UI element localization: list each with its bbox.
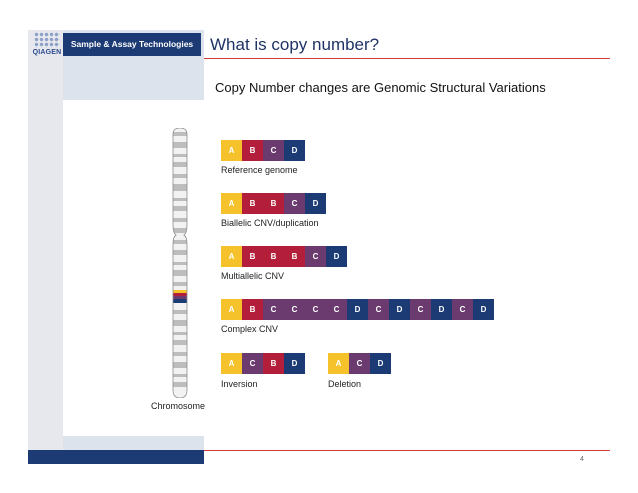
qiagen-logo: QIAGEN (32, 32, 62, 60)
segment-c: C (284, 299, 305, 320)
segment-b: B (242, 299, 263, 320)
footer-bar (28, 450, 204, 464)
side-strip (28, 30, 63, 464)
title-divider (204, 58, 610, 59)
chromosome-icon (172, 128, 188, 398)
footer-divider (204, 450, 610, 451)
segment-a: A (221, 299, 242, 320)
segment-b: B (284, 246, 305, 267)
segment-d: D (431, 299, 452, 320)
segment-a: A (221, 353, 242, 374)
segment-b: B (242, 140, 263, 161)
segment-d: D (370, 353, 391, 374)
segment-d: D (473, 299, 494, 320)
segment-c: C (284, 193, 305, 214)
segment-b: B (242, 246, 263, 267)
diagram-label-inversion: Inversion (221, 379, 258, 389)
segment-c: C (349, 353, 370, 374)
segment-d: D (389, 299, 410, 320)
content-area (63, 100, 611, 436)
logo-dots-icon (34, 32, 60, 48)
segment-c: C (410, 299, 431, 320)
chromosome-label: Chromosome (151, 401, 206, 411)
segment-a: A (221, 140, 242, 161)
segment-c: C (263, 140, 284, 161)
segment-d: D (284, 140, 305, 161)
slide-title: What is copy number? (210, 35, 380, 54)
segment-b: B (263, 246, 284, 267)
diagram-label-deletion: Deletion (328, 379, 362, 389)
segment-d: D (326, 246, 347, 267)
segment-c: C (305, 299, 326, 320)
segment-d: D (284, 353, 305, 374)
segment-b: B (242, 193, 263, 214)
segment-c: C (263, 299, 284, 320)
segment-c: C (326, 299, 347, 320)
diagram-label-biallelic: Biallelic CNV/duplication (221, 218, 319, 228)
segment-a: A (328, 353, 349, 374)
segment-d: D (305, 193, 326, 214)
diagram-label-complex: Complex CNV (221, 324, 279, 334)
brand-text: Sample & Assay Technologies (70, 39, 194, 49)
segment-b: B (263, 193, 284, 214)
segment-c: C (452, 299, 473, 320)
segment-d: D (347, 299, 368, 320)
segment-b: B (263, 353, 284, 374)
slide-subtitle: Copy Number changes are Genomic Structur… (215, 80, 546, 95)
segment-a: A (221, 193, 242, 214)
diagram-label-multiallelic: Multiallelic CNV (221, 271, 285, 281)
segment-c: C (305, 246, 326, 267)
diagram-label-reference: Reference genome (221, 165, 298, 175)
segment-a: A (221, 246, 242, 267)
logo-text: QIAGEN (32, 49, 62, 56)
page-number: 4 (580, 456, 584, 463)
brand-bar: Sample & Assay Technologies (63, 33, 201, 56)
segment-c: C (368, 299, 389, 320)
segment-c: C (242, 353, 263, 374)
